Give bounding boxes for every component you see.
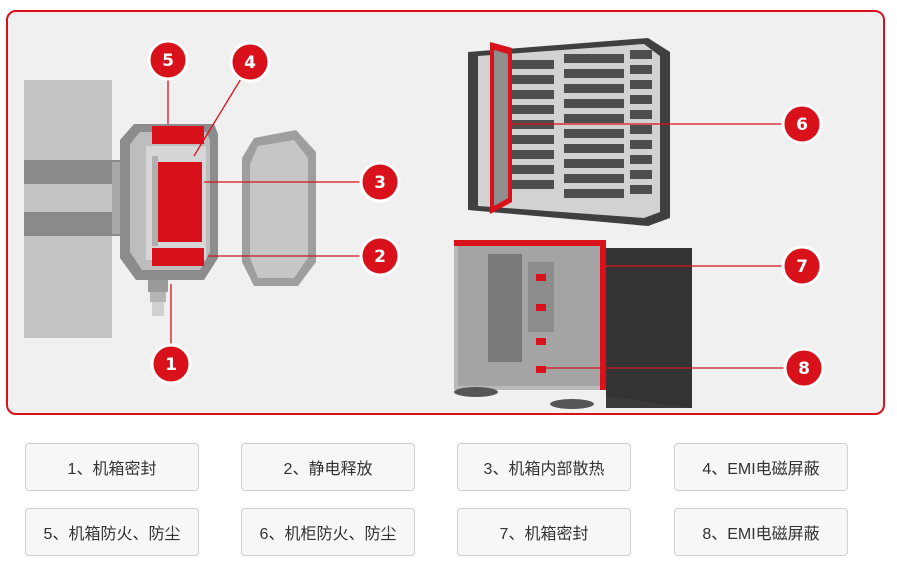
- item-button-1[interactable]: 1、机箱密封: [25, 443, 199, 491]
- callout-8: 8: [783, 347, 825, 389]
- callout-6-label: 6: [796, 115, 808, 135]
- item-button-6[interactable]: 6、机柜防火、防尘: [241, 508, 415, 556]
- item-button-8[interactable]: 8、EMI电磁屏蔽: [674, 508, 848, 556]
- callout-2-label: 2: [374, 247, 386, 267]
- callout-1-label: 1: [165, 355, 177, 375]
- callout-7-label: 7: [796, 257, 808, 277]
- item-button-7[interactable]: 7、机箱密封: [457, 508, 631, 556]
- callout-7: 7: [781, 245, 823, 287]
- callout-1: 1: [150, 343, 192, 385]
- callout-4-label: 4: [244, 53, 256, 73]
- callout-5-label: 5: [162, 51, 174, 71]
- callout-3-label: 3: [374, 173, 386, 193]
- callout-3: 3: [359, 161, 401, 203]
- application-illustration: 1 2 3 4 5 6 7 8: [24, 38, 825, 409]
- callout-6: 6: [781, 103, 823, 145]
- diagram-panel: 1 2 3 4 5 6 7 8: [6, 10, 885, 415]
- item-button-5[interactable]: 5、机箱防火、防尘: [25, 508, 199, 556]
- callout-4: 4: [229, 41, 271, 83]
- callout-5: 5: [147, 39, 189, 81]
- callout-2: 2: [359, 235, 401, 277]
- item-button-4[interactable]: 4、EMI电磁屏蔽: [674, 443, 848, 491]
- callout-8-label: 8: [798, 359, 810, 379]
- pole-mount-illustration: [24, 80, 316, 338]
- item-button-2[interactable]: 2、静电释放: [241, 443, 415, 491]
- server-cabinet-illustration: [468, 38, 670, 226]
- item-button-3[interactable]: 3、机箱内部散热: [457, 443, 631, 491]
